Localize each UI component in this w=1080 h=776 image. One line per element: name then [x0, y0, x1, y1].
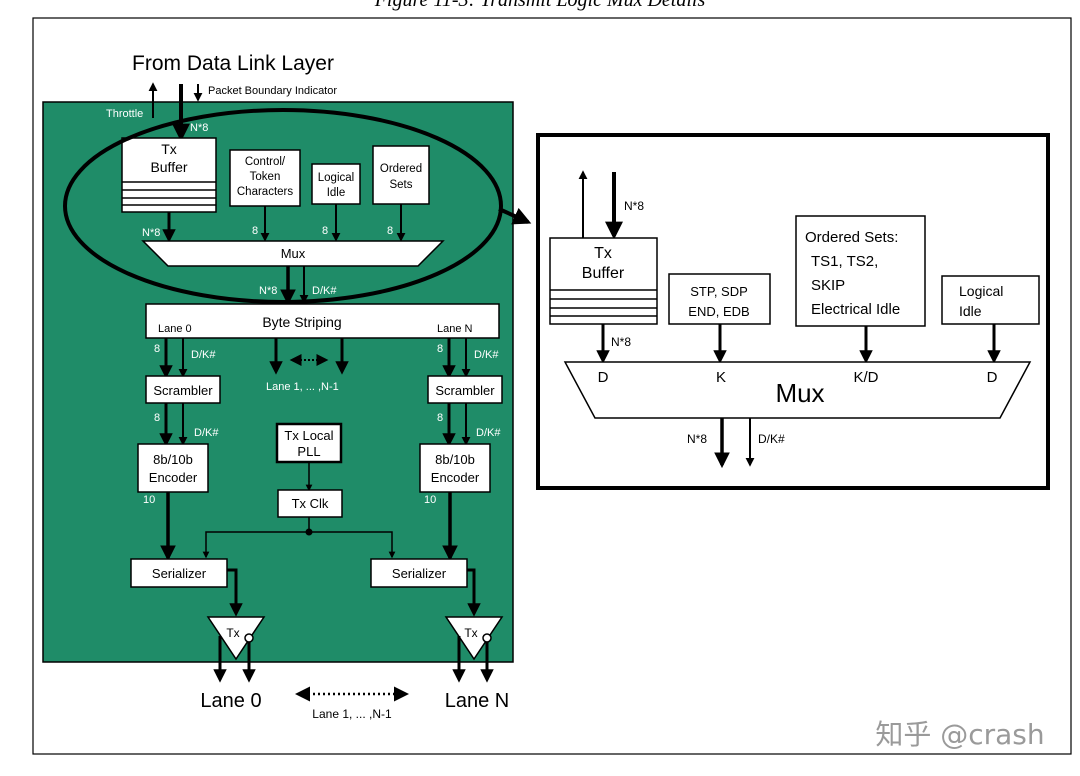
- control-token-line1: Control/: [245, 156, 286, 168]
- lanen-w10-label: 10: [424, 494, 436, 506]
- n8-in-label: N*8: [190, 122, 208, 134]
- detail-port-k: K: [716, 369, 726, 386]
- detail-mux-block: D K K/D D Mux: [563, 361, 1032, 419]
- lane0-tx-label: Tx: [226, 626, 239, 640]
- detail-out-n8-label: N*8: [687, 432, 707, 446]
- lane0-dkb-label: D/K#: [194, 427, 219, 439]
- figure-caption: Figure 11-3: Transmit Logic Mux Details: [374, 0, 706, 11]
- control-token-line2: Token: [250, 171, 281, 183]
- detail-logical-idle-block: Logical Idle: [941, 275, 1040, 325]
- detail-tx-buffer-line1: Tx: [594, 245, 612, 262]
- lanen-w8-label: 8: [437, 343, 443, 355]
- lanen-scrambler-label: Scrambler: [435, 383, 495, 398]
- detail-stp-line2: END, EDB: [688, 304, 749, 319]
- from-dll-label: From Data Link Layer: [132, 52, 334, 75]
- pll-line1: Tx Local: [284, 428, 333, 443]
- lane0-serializer-label: Serializer: [152, 566, 207, 581]
- lanen-serializer-to-tx: [467, 568, 481, 617]
- tx-pll-block: Tx Local PLL: [275, 422, 343, 464]
- detail-n8-buf-label: N*8: [611, 335, 631, 349]
- w8-a-label: 8: [252, 225, 258, 237]
- mux-block: Mux: [141, 240, 445, 267]
- lanen-encoder-line1: 8b/10b: [435, 452, 475, 467]
- lanen-encoder: 8b/10b Encoder: [419, 443, 491, 493]
- detail-ordered-sets-block: Ordered Sets: TS1, TS2, SKIP Electrical …: [795, 215, 926, 327]
- detail-tx-buffer-line2: Buffer: [582, 265, 625, 282]
- detail-n8-in-label: N*8: [624, 199, 644, 213]
- detail-os-line3: SKIP: [811, 277, 845, 294]
- clk-to-lanen: [309, 531, 396, 559]
- mux-n8-label: N*8: [259, 285, 277, 297]
- byte-striping-label: Byte Striping: [262, 314, 341, 330]
- pll-line2: PLL: [297, 444, 320, 459]
- detail-os-line4: Electrical Idle: [811, 301, 900, 318]
- tx-clk-label: Tx Clk: [292, 496, 329, 511]
- detail-stp-line1: STP, SDP: [690, 284, 748, 299]
- lanen-w8b-label: 8: [437, 412, 443, 424]
- detail-stp-sdp-block: STP, SDP END, EDB: [668, 273, 771, 325]
- lane0-tx-driver: Tx: [206, 616, 266, 661]
- control-token-line3: Characters: [237, 186, 293, 198]
- detail-os-line2: TS1, TS2,: [811, 253, 878, 270]
- lane0-w8b-label: 8: [154, 412, 160, 424]
- ordered-sets-line1: Ordered: [380, 163, 422, 175]
- detail-port-kd: K/D: [853, 369, 878, 386]
- detail-os-line1: Ordered Sets:: [805, 229, 898, 246]
- tx-buffer-block: Tx Buffer: [121, 137, 217, 213]
- lane0-dk-label: D/K#: [191, 349, 216, 361]
- lane0-encoder-line2: Encoder: [149, 470, 198, 485]
- packet-boundary-label: Packet Boundary Indicator: [208, 85, 337, 97]
- detail-port-d1: D: [598, 369, 609, 386]
- logical-idle-line1: Logical: [318, 172, 354, 184]
- logical-idle-block: Logical Idle: [311, 163, 361, 205]
- lanen-dk-label: D/K#: [474, 349, 499, 361]
- mux-label: Mux: [281, 246, 306, 261]
- lane0-w8-label: 8: [154, 343, 160, 355]
- out-lane0-label: Lane 0: [200, 690, 261, 712]
- control-token-block: Control/ Token Characters: [229, 149, 301, 207]
- detail-out-dk-label: D/K#: [758, 432, 785, 446]
- w8-b-label: 8: [322, 225, 328, 237]
- lanen-tx-driver: Tx: [444, 616, 504, 661]
- tx-buffer-line2: Buffer: [150, 159, 187, 175]
- striping-lanen-label: Lane N: [437, 323, 473, 335]
- lane0-scrambler: Scrambler: [145, 375, 221, 404]
- lane0-scrambler-label: Scrambler: [153, 383, 213, 398]
- detail-tx-buffer: Tx Buffer: [549, 237, 658, 325]
- byte-striping-block: Byte Striping Lane 0 Lane N: [145, 303, 500, 339]
- lane0-w10-label: 10: [143, 494, 155, 506]
- out-mid-label: Lane 1, ... ,N-1: [312, 707, 392, 721]
- tx-buffer-line1: Tx: [161, 141, 177, 157]
- tx-clk-block: Tx Clk: [277, 489, 343, 518]
- lane0-serializer-to-tx: [227, 568, 243, 617]
- detail-idle-line1: Logical: [959, 283, 1003, 299]
- detail-mux-label: Mux: [775, 378, 824, 408]
- watermark: 知乎 @crash: [875, 718, 1044, 751]
- clk-to-lane0: [202, 531, 309, 559]
- lane0-encoder-line1: 8b/10b: [153, 452, 193, 467]
- lane0-encoder: 8b/10b Encoder: [137, 443, 209, 493]
- lanen-scrambler: Scrambler: [427, 375, 503, 404]
- n8-buf-label: N*8: [142, 227, 160, 239]
- lanen-tx-label: Tx: [464, 626, 477, 640]
- logical-idle-line2: Idle: [327, 187, 346, 199]
- detail-idle-line2: Idle: [959, 303, 982, 319]
- w8-c-label: 8: [387, 225, 393, 237]
- out-lanen-label: Lane N: [445, 690, 510, 712]
- lanen-dkb-label: D/K#: [476, 427, 501, 439]
- lanen-serializer: Serializer: [370, 558, 468, 588]
- throttle-label: Throttle: [106, 108, 143, 120]
- zoom-arrow: [498, 207, 532, 225]
- detail-port-d2: D: [987, 369, 998, 386]
- lanen-encoder-line2: Encoder: [431, 470, 480, 485]
- ordered-sets-block: Ordered Sets: [372, 145, 430, 205]
- lane0-serializer: Serializer: [130, 558, 228, 588]
- lanen-serializer-label: Serializer: [392, 566, 447, 581]
- outer-frame: [32, 17, 1072, 755]
- mid-lanes-label: Lane 1, ... ,N-1: [266, 381, 339, 393]
- ordered-sets-line2: Sets: [389, 179, 412, 191]
- striping-lane0-label: Lane 0: [158, 323, 192, 335]
- mux-dk-label: D/K#: [312, 285, 337, 297]
